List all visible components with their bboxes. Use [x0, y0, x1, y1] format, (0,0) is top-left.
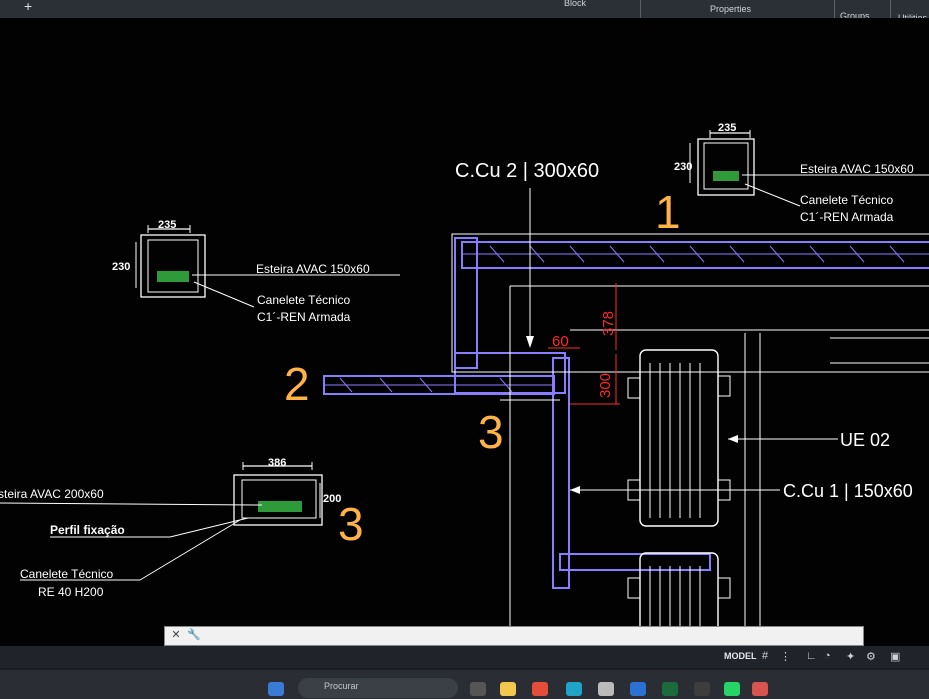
panel-groups[interactable]: Groups: [840, 11, 870, 21]
duct-fill: [157, 271, 189, 282]
detail3-label3b: RE 40 H200: [38, 585, 104, 599]
detail2-label2b: C1´-REN Armada: [257, 310, 351, 324]
ribbon-separator: [834, 0, 835, 30]
autocad-icon[interactable]: [752, 682, 768, 696]
snap-icon[interactable]: ⋮: [780, 651, 791, 663]
detail-2: 235 230 Esteira AVAC 150x60 Canelete Téc…: [112, 219, 400, 324]
store-icon[interactable]: [598, 682, 614, 696]
excel-icon[interactable]: [662, 682, 678, 696]
command-line[interactable]: ✕ 🔧: [164, 626, 864, 646]
detail2-height: 230: [112, 261, 130, 273]
windows-start-icon[interactable]: [268, 682, 284, 696]
detail3-width: 386: [268, 457, 286, 469]
model-tab[interactable]: MODEL: [724, 651, 757, 661]
section-numbers: 1 2 3 3: [284, 186, 681, 550]
detail1-label2a: Canelete Técnico: [800, 193, 893, 207]
dimensions: 60 378 300: [548, 283, 620, 405]
callouts: C.Cu 2 | 300x60 UE 02 C.Cu 1 | 150x60: [455, 160, 913, 501]
dim-60: 60: [552, 333, 569, 350]
folder-icon[interactable]: [500, 682, 516, 696]
chrome-icon[interactable]: [532, 682, 548, 696]
detail-3: 386 200 steira AVAC 200x60 Perfil fixaçã…: [0, 457, 341, 599]
detail2-width: 235: [158, 219, 176, 231]
ribbon-separator: [890, 0, 891, 30]
taskview-icon[interactable]: [470, 682, 486, 696]
drawing-canvas[interactable]: 235 230 Esteira AVAC 150x60 Canelete Téc…: [0, 18, 929, 648]
osnap-icon[interactable]: ✦: [846, 651, 856, 663]
settings-icon[interactable]: ⚙: [866, 651, 876, 663]
callout-ue02: UE 02: [840, 430, 890, 450]
ortho-icon[interactable]: ∟: [806, 650, 817, 662]
duct-routes: [323, 237, 929, 589]
grid-icon[interactable]: #: [762, 650, 769, 662]
dim-300: 300: [597, 373, 614, 398]
section-number-1: 1: [655, 186, 681, 238]
command-input[interactable]: [209, 629, 849, 641]
app-icon[interactable]: [694, 682, 710, 696]
detail3-label2: Perfil fixação: [50, 523, 125, 537]
drawing-svg: 235 230 Esteira AVAC 150x60 Canelete Téc…: [0, 122, 929, 648]
annotation-icon[interactable]: ▣: [890, 651, 901, 663]
edge-icon[interactable]: [566, 682, 582, 696]
ribbon-separator: [640, 0, 641, 30]
wrench-icon[interactable]: 🔧: [187, 629, 201, 641]
taskbar-search-text: Procurar: [324, 681, 359, 691]
detail3-height: 200: [323, 493, 341, 505]
equipment-units: [627, 349, 731, 648]
panel-block[interactable]: Block: [564, 0, 587, 8]
polar-icon[interactable]: ◔: [824, 650, 831, 662]
detail2-label1: Esteira AVAC 150x60: [256, 262, 370, 276]
section-number-3b: 3: [338, 498, 364, 550]
detail-1: 235 230 Esteira AVAC 150x60 Canelete Téc…: [674, 122, 929, 224]
detail3-label3a: Canelete Técnico: [20, 567, 113, 581]
whatsapp-icon[interactable]: [724, 682, 740, 696]
new-tab-button[interactable]: +: [24, 0, 33, 14]
dim-378: 378: [600, 311, 617, 336]
duct-fill: [258, 501, 302, 512]
taskbar-search[interactable]: Procurar: [298, 678, 458, 698]
callout-ccu2: C.Cu 2 | 300x60: [455, 160, 599, 182]
section-number-3a: 3: [478, 406, 504, 458]
detail2-label2a: Canelete Técnico: [257, 293, 350, 307]
detail1-label2b: C1´-REN Armada: [800, 210, 894, 224]
duct-fill: [713, 171, 739, 181]
detail1-height: 230: [674, 161, 692, 173]
close-icon[interactable]: ✕: [171, 629, 181, 641]
taskbar: Procurar: [0, 670, 929, 699]
status-bar: MODEL # ⋮ ∟ ◔ ✦ ⚙ ▣: [0, 646, 929, 668]
detail1-label1: Esteira AVAC 150x60: [800, 162, 914, 176]
panel-properties[interactable]: Properties: [710, 4, 752, 14]
callout-ccu1: C.Cu 1 | 150x60: [783, 481, 913, 501]
detail3-label1: steira AVAC 200x60: [0, 487, 104, 501]
detail1-width: 235: [718, 122, 736, 134]
outlook-icon[interactable]: [630, 682, 646, 696]
section-number-2: 2: [284, 358, 310, 410]
